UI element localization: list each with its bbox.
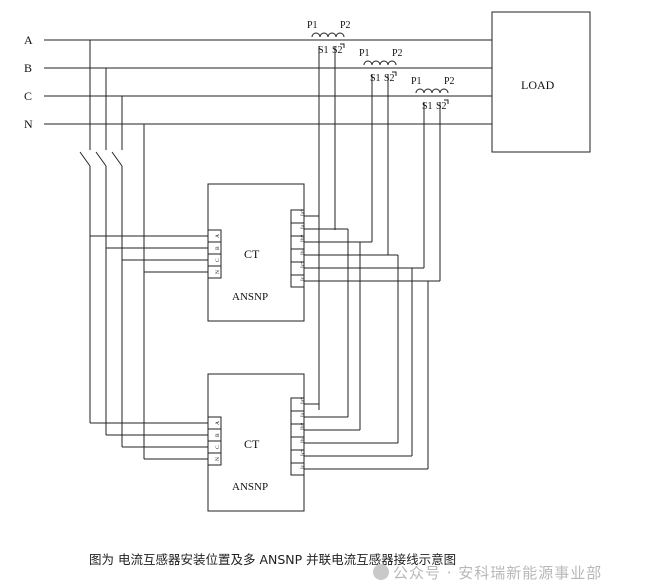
ct2-term-b: B [215, 433, 221, 437]
ct-coil-1 [311, 32, 345, 38]
bus-label-n: N [24, 117, 33, 131]
watermark: 公众号 · 安科瑞新能源事业部 [373, 562, 602, 583]
bus-label-b: B [24, 61, 32, 75]
figure-caption: 图为 电流互感器安装位置及多 ANSNP 并联电流互感器接线示意图 [89, 552, 457, 567]
ct-coil-1-s1: S1 [318, 45, 329, 56]
ct-coil-2-p1: P1 [359, 48, 370, 59]
ct2-term-ib: Ib [300, 438, 306, 443]
ct-coil-1-s2: S2 [332, 45, 343, 56]
ct1-model: ANSNP [232, 291, 268, 303]
ct-coil-2 [363, 60, 397, 66]
ct-coil-1-p1: P1 [307, 20, 318, 31]
ct1-term-ia-star: Ia* [300, 209, 306, 216]
ct-coil-3 [415, 88, 449, 94]
watermark-text: 公众号 · 安科瑞新能源事业部 [393, 564, 603, 582]
ct-coil-2-s1: S1 [370, 73, 381, 84]
ct2-term-ib-star: Ib* [300, 422, 306, 430]
ct1-term-ic: Ic [300, 276, 306, 281]
ct2-model: ANSNP [232, 481, 268, 493]
bus-label-a: A [24, 33, 33, 47]
ct2-term-ia: Ia [300, 412, 306, 417]
ct1-term-ic-star: Ic* [300, 261, 306, 268]
switch-b [95, 151, 107, 167]
ct1-term-ib-star: Ib* [300, 234, 306, 242]
ct-coil-3-s2: S2 [436, 101, 447, 112]
load-box [491, 11, 591, 153]
ct1-term-b: B [215, 246, 221, 250]
load-label: LOAD [521, 78, 555, 92]
ct1-term-ib: Ib [300, 250, 306, 255]
ct2-term-ic: Ic [300, 464, 306, 469]
wechat-icon [373, 564, 389, 580]
ct-coil-2-s2: S2 [384, 73, 395, 84]
ct-coil-1-p2: P2 [340, 20, 351, 31]
ct2-term-n: N [215, 457, 221, 461]
ct2-term-c: C [215, 445, 221, 449]
ct1-term-a: A [215, 234, 221, 238]
ct1-term-c: C [215, 258, 221, 262]
ct-coil-3-p1: P1 [411, 76, 422, 87]
bus-label-c: C [24, 89, 32, 103]
ct2-title: CT [244, 437, 260, 451]
switch-a [79, 151, 91, 167]
ct2-term-ia-star: Ia* [300, 397, 306, 404]
ct1-term-ia: Ia [300, 224, 306, 229]
ct2-term-ic-star: Ic* [300, 449, 306, 456]
ct1-term-n: N [215, 270, 221, 274]
ct2-term-a: A [215, 421, 221, 425]
ct1-title: CT [244, 247, 260, 261]
ct-coil-3-p2: P2 [444, 76, 455, 87]
ct-coil-3-s1: S1 [422, 101, 433, 112]
ct-coil-2-p2: P2 [392, 48, 403, 59]
switch-c [111, 151, 123, 167]
